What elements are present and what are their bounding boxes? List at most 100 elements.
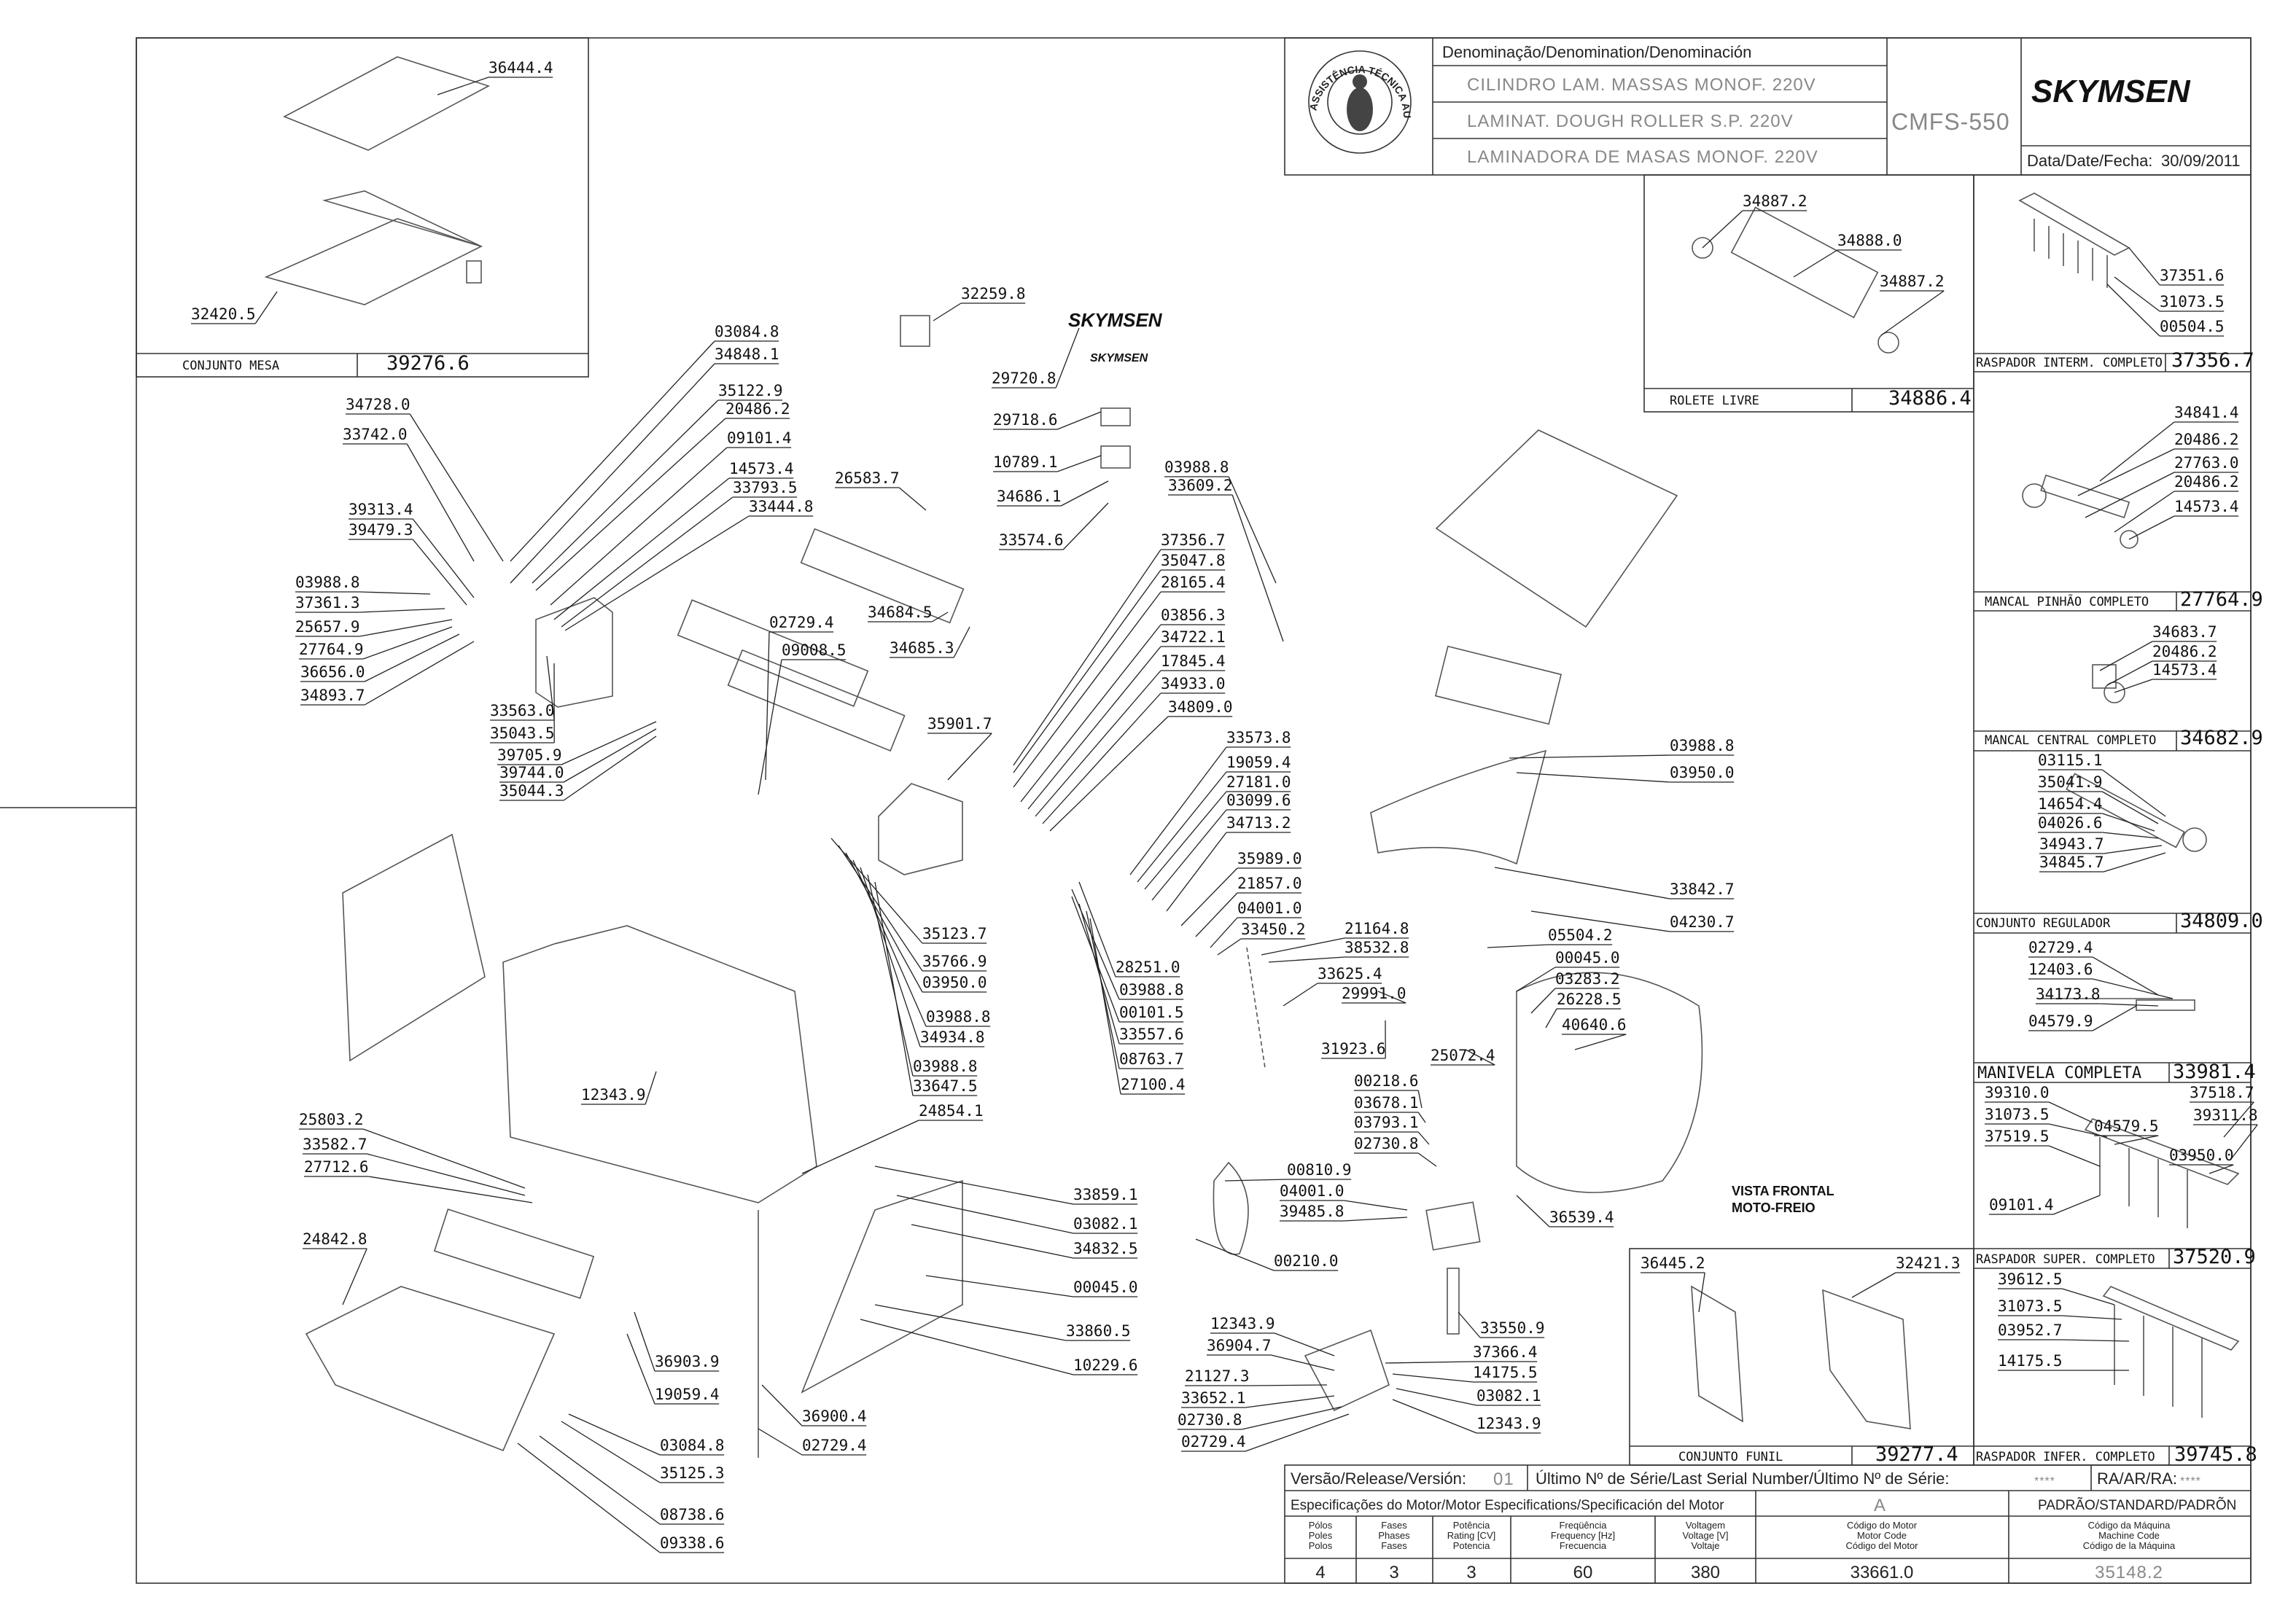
part-number: 04001.0	[1237, 899, 1302, 917]
part-callout: 14573.4	[2114, 661, 2217, 693]
part-callout: 33647.5	[874, 881, 978, 1096]
part-number: 34713.2	[1226, 814, 1291, 832]
part-callout: 35766.9	[838, 845, 987, 972]
part-callout: 24842.8	[303, 1230, 367, 1305]
part-callout: 34809.0	[1049, 698, 1233, 832]
denomination-header: Denominação/Denomination/Denominación	[1442, 43, 1751, 61]
part-callout: 36903.9	[634, 1311, 720, 1372]
part-number: 33609.2	[1168, 477, 1233, 494]
part-number: 12343.9	[581, 1086, 646, 1104]
part-number: 12343.9	[1476, 1415, 1541, 1432]
part-number: 33450.2	[1241, 921, 1306, 938]
part-callout: 04026.6	[2038, 814, 2159, 839]
part-callout: 38532.8	[1268, 939, 1409, 963]
spec-col-header: Potência	[1453, 1520, 1490, 1531]
serial-value: ****	[2034, 1475, 2055, 1488]
column-a-label: A	[1874, 1496, 1886, 1515]
part-callout: 34887.2	[1880, 273, 1945, 336]
part-number: 00045.0	[1555, 949, 1620, 967]
part-callout: 36444.4	[437, 59, 553, 95]
part-callout: 12403.6	[2028, 961, 2174, 999]
part-number: 37518.7	[2190, 1084, 2254, 1101]
part-callout: 39705.9	[497, 721, 657, 765]
part-number: 00218.6	[1354, 1072, 1419, 1090]
part-number: 00504.5	[2160, 318, 2225, 335]
note-motor-brake: MOTO-FREIO	[1732, 1201, 1816, 1215]
part-callout: 31923.6	[1321, 1020, 1386, 1059]
part-number: 28251.0	[1116, 959, 1180, 976]
part-callout: 03950.0	[845, 852, 987, 993]
part-number: 34934.8	[920, 1028, 985, 1046]
part-callout: 00218.6	[1354, 1072, 1423, 1109]
spec-col-header: Fases	[1381, 1520, 1407, 1531]
part-callout: 32420.5	[191, 291, 278, 324]
part-callout: 03082.1	[1396, 1387, 1541, 1406]
part-number: 27712.6	[304, 1158, 369, 1176]
part-callout: 31073.5	[2114, 276, 2225, 312]
brand-logo: SKYMSEN	[2031, 74, 2191, 109]
part-number: 12403.6	[2028, 961, 2093, 978]
part-number: 21164.8	[1344, 920, 1409, 937]
part-number: 03115.1	[2038, 752, 2103, 769]
part-number: 08738.6	[660, 1506, 725, 1523]
part-callout: 02729.4	[765, 614, 834, 781]
part-number: 03793.1	[1354, 1114, 1419, 1131]
part-callout: 35044.3	[499, 735, 657, 801]
spec-col-header: Phases	[1378, 1530, 1410, 1541]
part-callout: 03950.0	[1516, 764, 1735, 783]
part-callout: 33574.6	[999, 502, 1109, 550]
part-number: 28165.4	[1161, 574, 1226, 591]
spec-col-value: 33661.0	[1851, 1563, 1914, 1582]
part-number: 34685.3	[890, 639, 954, 657]
part-number: 39485.8	[1280, 1203, 1344, 1220]
part-callout: 02729.4	[758, 1428, 867, 1456]
part-number: 32421.3	[1896, 1254, 1961, 1272]
assembly-code: 27764.9	[2180, 588, 2263, 611]
spec-columns: PólosPolesPolos4FasesPhasesFases3Potênci…	[1309, 1520, 2176, 1582]
part-number: 33793.5	[733, 479, 798, 496]
part-callout: 03950.0	[2169, 1147, 2234, 1174]
part-number: 36445.2	[1641, 1254, 1705, 1272]
part-callout: 34887.2	[1702, 192, 1807, 249]
assembly-boxes	[136, 37, 2252, 1466]
assembly-code: 39745.8	[2174, 1443, 2257, 1466]
part-callout: 10229.6	[860, 1319, 1138, 1375]
part-callout: 36445.2	[1641, 1254, 1705, 1313]
part-callout: 03988.8	[867, 874, 978, 1077]
part-number: 14175.5	[1473, 1364, 1538, 1381]
part-callout: 29991.0	[1342, 985, 1406, 1004]
part-number: 14573.4	[729, 460, 794, 477]
part-number: 03099.6	[1226, 792, 1291, 809]
part-number: 34848.1	[715, 346, 779, 363]
part-number: 14654.4	[2038, 795, 2103, 813]
part-number: 04579.5	[2094, 1117, 2159, 1135]
part-number: 35123.7	[922, 925, 987, 942]
part-number: 33742.0	[343, 426, 408, 443]
part-number: 34684.5	[868, 604, 933, 621]
sticker-brand-1: SKYMSEN	[1068, 309, 1163, 331]
part-number: 02730.8	[1178, 1411, 1242, 1429]
part-number: 31073.5	[1998, 1297, 2063, 1315]
part-callout: 03988.8	[852, 859, 991, 1027]
assembly-code: 34682.9	[2180, 727, 2263, 749]
part-number: 36444.4	[489, 59, 553, 77]
part-callout: 34684.5	[868, 604, 949, 622]
spec-col-value: 380	[1691, 1563, 1720, 1582]
part-number: 33574.6	[999, 531, 1064, 549]
part-callout: 19059.4	[1137, 754, 1291, 883]
part-callout: 24854.1	[801, 1102, 984, 1174]
spec-col-header: Motor Code	[1857, 1530, 1907, 1541]
part-callout: 09338.6	[517, 1443, 725, 1553]
part-callout: 03952.7	[1998, 1322, 2130, 1342]
part-number: 31923.6	[1321, 1040, 1386, 1058]
part-number: 34933.0	[1161, 675, 1226, 692]
spec-col-header: Polos	[1309, 1540, 1333, 1551]
part-number: 35901.7	[927, 715, 992, 733]
part-callout: 21857.0	[1195, 875, 1302, 937]
part-number: 20486.2	[2174, 431, 2239, 448]
part-number: 29720.8	[992, 370, 1056, 387]
part-number: 34832.5	[1073, 1240, 1138, 1257]
part-number: 03084.8	[715, 323, 779, 340]
spec-col-header: Pólos	[1309, 1520, 1333, 1531]
spec-col-value: 4	[1315, 1563, 1325, 1582]
